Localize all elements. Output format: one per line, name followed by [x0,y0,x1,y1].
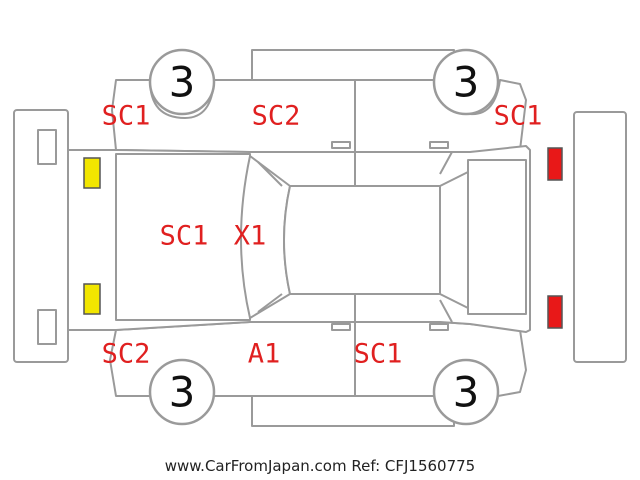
tyre-rear-left: 3 [432,48,500,116]
rear-lamp-left [547,147,563,181]
watermark-reference: www.CarFromJapan.com Ref: CFJ1560775 [165,457,475,475]
roof-panel [251,49,455,427]
damage-code-right-rear-door: SC1 [354,339,403,370]
rear-lamp-right [547,295,563,329]
rear-bumper [573,111,627,363]
front-lamp-left [83,157,101,189]
damage-code-left-front-door: SC2 [252,101,301,132]
front-lamp-right [83,283,101,315]
front-bumper [13,109,69,363]
damage-code-right-front-door: A1 [248,339,281,370]
tyre-rating-front-left: 3 [169,58,196,107]
damage-code-windshield: X1 [234,221,267,252]
tyre-rating-rear-right: 3 [453,368,480,417]
damage-code-front-left-fender: SC1 [102,101,151,132]
trunk-lid [467,159,527,315]
damage-code-front-right-fender: SC2 [102,339,151,370]
rear-lamps [547,147,563,329]
cabin-glass [240,151,469,323]
damage-codes: SC1 SC2 SC1 SC1 X1 SC2 A1 SC1 [102,101,543,370]
door-lines [331,80,449,396]
front-lamps [83,157,101,315]
hood [115,153,251,321]
tyre-front-right: 3 [148,358,216,426]
damage-code-left-rear-quarter: SC1 [494,101,543,132]
tyre-rating-rear-left: 3 [453,58,480,107]
tyre-rating-front-right: 3 [169,368,196,417]
tyre-rear-right: 3 [432,358,500,426]
damage-code-hood: SC1 [160,221,209,252]
tyre-front-left: 3 [148,48,216,116]
